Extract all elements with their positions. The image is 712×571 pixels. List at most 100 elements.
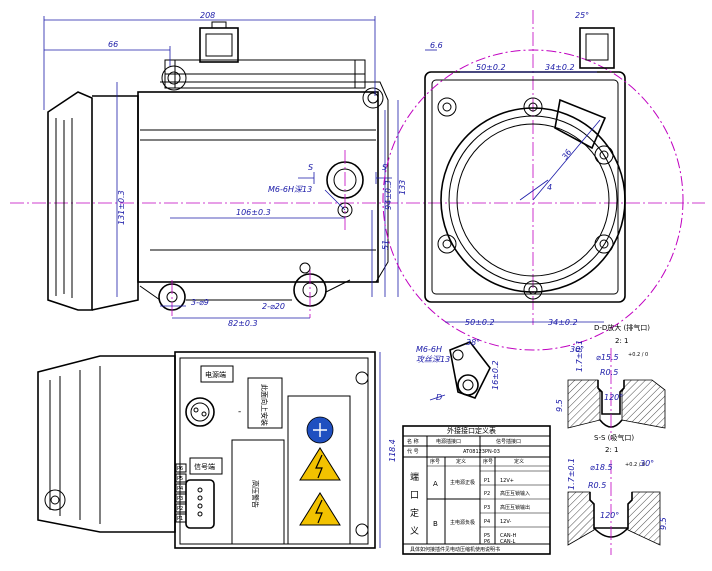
dim-top-right: 34±0.2 <box>545 63 575 72</box>
dim-131: 131±0.3 <box>117 190 126 225</box>
side-hole-tl <box>437 97 457 117</box>
table-side-4: 义 <box>410 526 419 537</box>
dim-2phi20: 2-⌀20 <box>262 302 285 311</box>
table-row-0-pdef: 12V+ <box>500 478 514 484</box>
table-header-code: 代 号 <box>407 448 419 455</box>
thread-note-front: M6-6H深13 <box>268 185 312 194</box>
section-ss-depth: 1.7±0.1 <box>567 458 576 490</box>
install-label-box <box>247 377 283 429</box>
section-dd-scale: 2: 1 <box>615 337 629 345</box>
table-col-def: 定义 <box>456 458 466 465</box>
housing-top-edge <box>160 81 389 283</box>
table-row-0-def: 主电源正极 <box>450 479 475 486</box>
table-title: 外接接口定义表 <box>447 426 496 435</box>
table-row-3-def: 主电源负极 <box>450 519 475 526</box>
front-view: 208 66 106±0.3 131±0.3 51 94±0.3 133 82±… <box>10 11 705 328</box>
dim-bottom-right: 34±0.2 <box>548 318 578 327</box>
side-view: 6.6 50±0.2 34±0.2 25° 36 4 50±0.2 34±0.2 <box>382 10 684 351</box>
section-ss-scale: 2: 1 <box>605 446 619 454</box>
dim-51: 51 <box>381 240 390 250</box>
label-install-up: 此面向上安装 <box>260 384 269 426</box>
table-row-3-pin: P4 <box>484 519 490 525</box>
dim-133: 133 <box>398 180 407 195</box>
section-s-left: S <box>308 163 313 172</box>
bracket-thread-1: M6-6H <box>416 345 442 354</box>
dim-6-6: 6.6 <box>430 41 443 50</box>
end-cap-ribs <box>55 118 73 298</box>
section-ss-phi: ⌀18.5 <box>590 463 613 472</box>
table-header-power: 电源插接口 <box>436 438 461 445</box>
detail-bracket: M6-6H 攻丝深13 38° D 16±0.2 <box>416 338 500 402</box>
section-dd: D-D放大 (排气口) 2: 1 ⌀15.5 +0.2 / 0 R0.5 30°… <box>555 323 666 440</box>
table-row-0-pin: P1 <box>484 478 490 484</box>
table-row-1-pdef: 高压互锁输入 <box>500 490 530 497</box>
dim-106: 106±0.3 <box>236 208 271 217</box>
section-ss-title: S-S (吸气口) <box>594 433 634 442</box>
bottom-motor-section <box>37 355 176 533</box>
bracket-dim-right: 16±0.2 <box>491 360 500 390</box>
section-dd-hatch-left <box>567 379 601 429</box>
table-col-def2: 定义 <box>514 458 524 465</box>
section-ss-angle: 120° <box>600 511 619 520</box>
pin-label-2: P4 <box>177 486 183 492</box>
table-code-value: AT08123PN-03 <box>463 449 500 455</box>
section-dd-angle: 120° <box>604 393 623 402</box>
electric-warning-icon <box>299 492 341 526</box>
base-flange <box>139 279 351 301</box>
table-row-2-pin: P3 <box>484 505 490 511</box>
pin-label-1: P5 <box>177 476 183 482</box>
section-dd-r: R0.5 <box>600 368 618 377</box>
dim-bottom-left: 50±0.2 <box>465 318 495 327</box>
table-row-5-pin: P6 <box>484 539 490 545</box>
section-ss-r: R0.5 <box>588 481 606 490</box>
svg-text:-: - <box>238 407 241 417</box>
dim-3phi9: 3-⌀9 <box>191 298 209 307</box>
dim-36: 36 <box>560 148 573 162</box>
table-row-3-seq: B <box>433 520 438 528</box>
table-row-0-seq: A <box>433 480 438 488</box>
pin-label-4: P2 <box>177 506 183 512</box>
dim-top-left: 50±0.2 <box>476 63 506 72</box>
pin-label-5: P1 <box>177 516 183 522</box>
table-header-signal: 信号插接口 <box>496 438 521 445</box>
label-power-terminal: 电源端 <box>205 370 226 379</box>
table-row-4-pin: P5 <box>484 533 490 539</box>
table-row-3-pdef: 12V- <box>500 519 511 525</box>
table-row-4-pdef: CAN-H <box>500 533 516 539</box>
section-dd-title: D-D放大 (排气口) <box>594 323 650 332</box>
section-dd-hatch-right <box>621 379 666 429</box>
side-hole-tr <box>594 145 614 165</box>
bottom-ribs <box>49 366 101 524</box>
label-signal-terminal: 信号端 <box>194 462 215 471</box>
side-hole-br <box>594 234 614 254</box>
housing-lines <box>140 129 376 251</box>
inverter-housing-bottom <box>174 351 376 549</box>
table-side-3: 定 <box>410 507 419 519</box>
table-col-seq: 序号 <box>430 458 440 465</box>
discharge-fitting-side <box>554 98 607 150</box>
section-ss-30: 30° <box>640 459 654 468</box>
arc-reference <box>382 49 684 351</box>
section-ss-phi-tol: +0.2 / 0 <box>625 462 645 468</box>
mount-boss-top-right <box>362 87 384 109</box>
pin-label-3: P3 <box>177 496 183 502</box>
dim-82: 82±0.3 <box>228 319 258 328</box>
small-boss <box>299 262 311 274</box>
dim-4: 4 <box>547 183 552 192</box>
side-hole-b <box>523 280 543 300</box>
end-cap-left <box>47 91 93 311</box>
section-dd-depth: 1.7±0.1 <box>575 340 584 372</box>
hv-connector-detail <box>205 21 233 57</box>
bottom-view: 电源端 此面向上安装 - 信号端 P6 P5 P4 P3 P2 P1 高 <box>37 351 397 549</box>
table-footer: 具体如何接插件见电动压缩机使用说明书 <box>410 546 500 553</box>
section-ss-left: 9.5 <box>659 517 668 530</box>
hv-connector-side <box>579 27 615 69</box>
cover-lines <box>165 60 365 88</box>
table-row-1-pin: P2 <box>484 491 490 497</box>
mount-boss-top-left <box>161 65 187 91</box>
table-col-seq2: 序号 <box>483 458 493 465</box>
pin-labels: P6 P5 P4 P3 P2 P1 <box>175 463 187 523</box>
table-row-5-pdef: CAN-L <box>500 539 515 545</box>
bracket-letter-d: D <box>436 393 442 402</box>
power-connector <box>185 397 215 427</box>
